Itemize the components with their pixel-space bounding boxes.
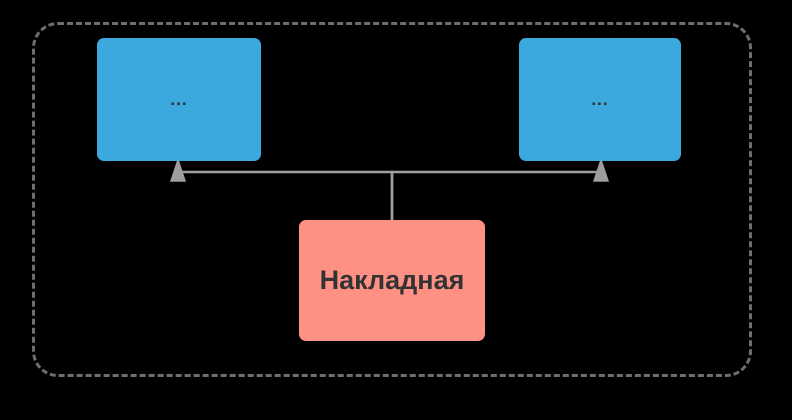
entity-node-nakladnaya[interactable]: Накладная (299, 220, 485, 341)
entity-node-left-label: ... (170, 90, 188, 109)
entity-node-nakladnaya-label: Накладная (319, 264, 465, 295)
entity-node-right[interactable]: ... (519, 38, 681, 161)
entity-node-left[interactable]: ... (97, 38, 261, 161)
entity-node-right-label: ... (591, 90, 609, 109)
group-boundary (32, 22, 752, 377)
